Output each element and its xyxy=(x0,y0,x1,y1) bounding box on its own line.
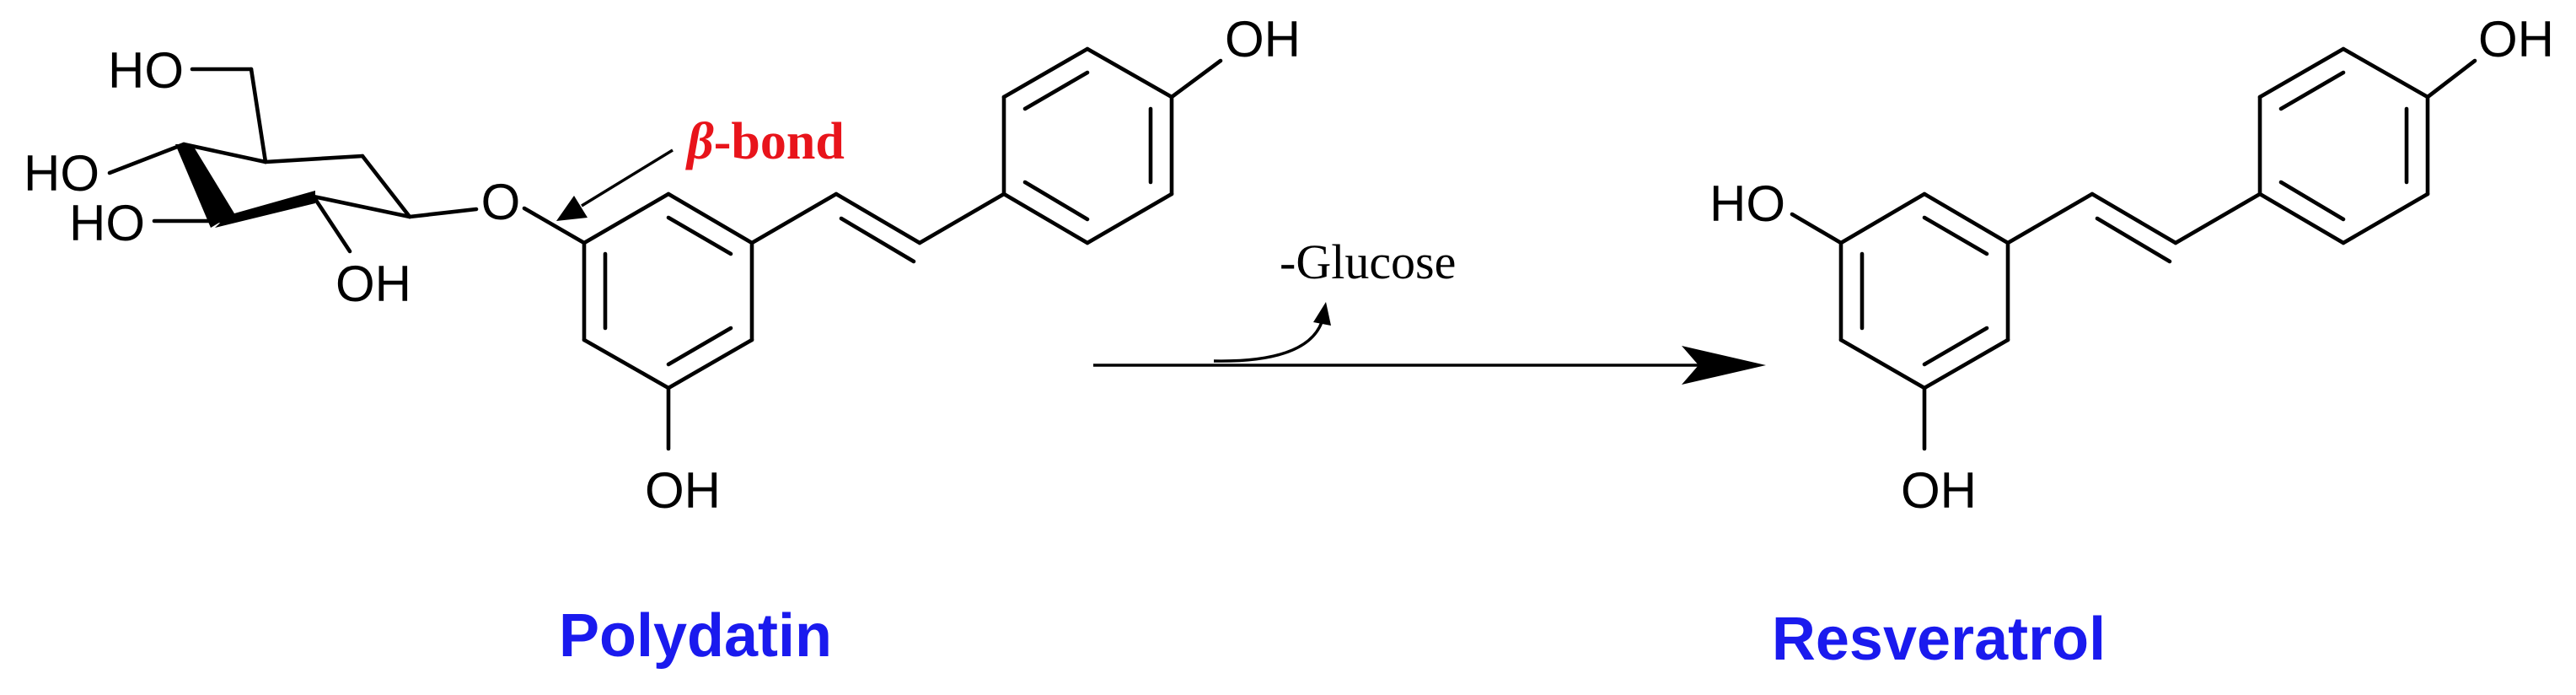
atom-label-oh-ring-a: OH xyxy=(645,462,721,519)
resveratrol-structure: HO OH OH xyxy=(1709,11,2554,519)
atom-label-ho-ch2: HO xyxy=(108,42,184,99)
beta-pointer-line xyxy=(581,148,674,207)
front-wedge-bond xyxy=(175,144,234,228)
resveratrol-ring-b xyxy=(2257,46,2430,245)
atom-label-oh-ring-b: OH xyxy=(2478,11,2554,67)
atom-label-glycosidic-o: O xyxy=(481,174,521,230)
atom-label-oh-ring-b: OH xyxy=(1225,11,1301,67)
compound-name-polydatin: Polydatin xyxy=(559,602,832,670)
polydatin-structure: HO HO HO OH O OH OH xyxy=(24,11,1301,519)
resveratrol-vinyl-bridge xyxy=(2005,191,2262,264)
reaction-arrow-head xyxy=(1682,346,1766,385)
resveratrol-ring-a xyxy=(1838,191,2010,391)
beta-bond-text: -bond xyxy=(714,113,845,170)
polydatin-vinyl-bridge xyxy=(749,191,1006,264)
byproduct-curved-arrow xyxy=(1213,321,1323,363)
polydatin-ring-b xyxy=(1001,46,1174,245)
glucose-ring xyxy=(107,67,479,254)
beta-pointer-arrowhead xyxy=(556,196,588,221)
reaction-arrow: -Glucose xyxy=(1093,234,1766,385)
atom-label-ho-ring-a-top: HO xyxy=(1709,175,1785,232)
atom-label-ho-c3: HO xyxy=(69,195,145,251)
beta-symbol: β xyxy=(685,113,714,170)
byproduct-arrowhead xyxy=(1313,302,1331,326)
atom-label-oh-ring-a-bottom: OH xyxy=(1901,462,1977,519)
atom-label-ho-c4: HO xyxy=(24,145,99,202)
compound-name-resveratrol: Resveratrol xyxy=(1772,606,2106,673)
atom-label-oh-c2: OH xyxy=(335,256,411,312)
beta-bond-annotation: β-bond xyxy=(556,113,845,221)
polydatin-ring-a xyxy=(582,191,754,391)
byproduct-label: -Glucose xyxy=(1280,234,1456,289)
front-wedge-bond xyxy=(215,191,315,228)
beta-bond-label: β-bond xyxy=(685,113,845,170)
